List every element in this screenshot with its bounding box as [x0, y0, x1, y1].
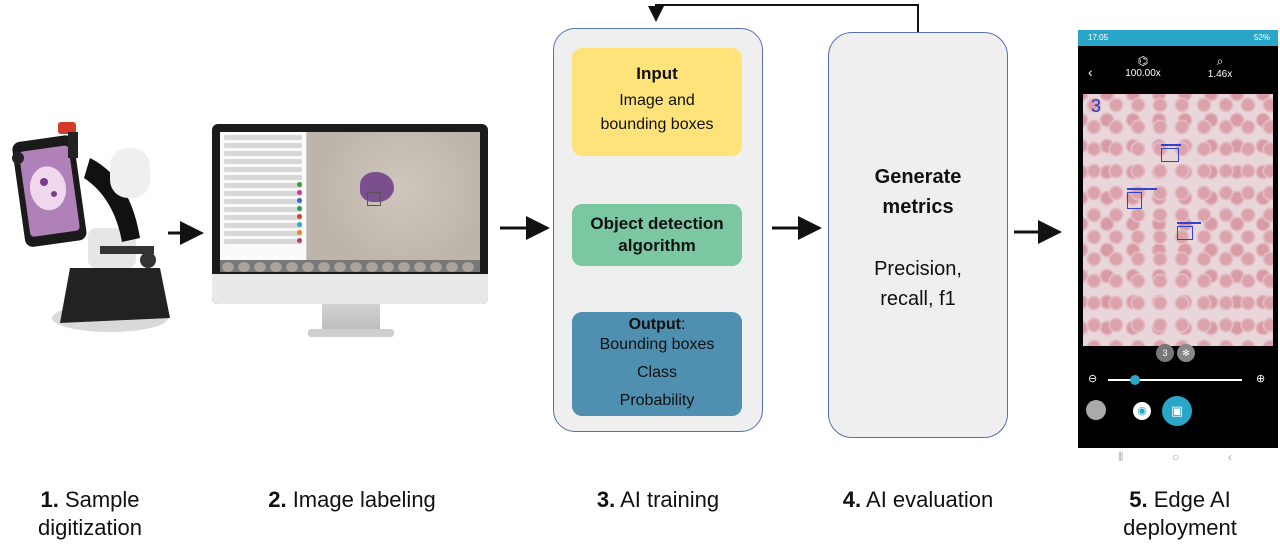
- input-box: Input Image and bounding boxes: [572, 48, 742, 156]
- zoom-slider-knob[interactable]: [1130, 375, 1140, 385]
- zoom-control[interactable]: ⌕ 1.46x: [1190, 54, 1250, 80]
- ai-evaluation-panel: [828, 32, 1008, 438]
- camera-icon[interactable]: ◉: [1133, 402, 1151, 420]
- thumbnail-strip: [220, 260, 480, 272]
- monitor-chin: [212, 274, 488, 304]
- input-line-1: Image and: [619, 92, 695, 109]
- microscope-icon: ⌬: [1137, 54, 1149, 68]
- step-5-number: 5.: [1129, 487, 1148, 512]
- labeling-sidebar: [220, 132, 307, 272]
- evaluation-title: Generate metrics: [828, 162, 1008, 222]
- step-4-label: AI evaluation: [866, 487, 994, 512]
- back-chevron-icon[interactable]: ‹: [1088, 64, 1093, 80]
- step-5-line-2: deployment: [1123, 515, 1237, 540]
- step-2-caption: 2. Image labeling: [232, 486, 472, 514]
- labeling-app-screenshot: [220, 132, 480, 272]
- monitor-foot: [308, 329, 394, 337]
- detection-label: [1177, 222, 1201, 224]
- algorithm-line-1: Object detection: [590, 214, 724, 233]
- detection-count: 3: [1091, 96, 1102, 116]
- step-3-label: AI training: [620, 487, 720, 512]
- step-4-number: 4.: [842, 487, 862, 512]
- output-line-2: Class: [636, 364, 677, 381]
- step-1-number: 1.: [40, 487, 59, 512]
- output-title: Output: [628, 316, 681, 333]
- step-4-caption: 4. AI evaluation: [808, 486, 1028, 514]
- detection-label: [1127, 188, 1157, 190]
- snowflake-icon[interactable]: ✻: [1177, 344, 1195, 362]
- detection-label: [1161, 144, 1181, 146]
- step-2-number: 2.: [268, 487, 287, 512]
- detection-box: [1177, 226, 1193, 240]
- step-5-caption: 5. Edge AI deployment: [1090, 486, 1270, 542]
- step-5-line-1: Edge AI: [1153, 487, 1231, 512]
- algorithm-line-2: algorithm: [618, 236, 696, 255]
- output-box: Output: Bounding boxes Class Probability: [572, 312, 742, 416]
- input-line-2: bounding boxes: [600, 116, 714, 133]
- evaluation-title-line-2: metrics: [882, 196, 954, 218]
- evaluation-metrics-line-2: recall, f1: [880, 288, 956, 310]
- stained-cell: [360, 172, 394, 202]
- output-line-1: Bounding boxes: [599, 336, 715, 353]
- status-time: 17:05: [1088, 33, 1109, 42]
- output-line-3: Probability: [619, 392, 695, 409]
- magnifier-icon: ⌕: [1216, 54, 1224, 68]
- phone-screenshot: 17:05 52% ‹ ⌬ 100.00x ⌕ 1.46x 3 3 ✻ ⊖ ⊕ …: [1078, 30, 1278, 448]
- step-1-line-1: Sample: [64, 487, 140, 512]
- magnification-control[interactable]: ⌬ 100.00x: [1113, 54, 1173, 79]
- phone-nav-bar: ⦀ ○ ‹: [1078, 450, 1278, 468]
- status-battery: 52%: [1253, 33, 1270, 42]
- zoom-in-icon[interactable]: ⊕: [1256, 373, 1266, 385]
- detection-box: [1161, 148, 1179, 162]
- evaluation-metrics: Precision, recall, f1: [828, 254, 1008, 314]
- capture-button[interactable]: ▣: [1162, 396, 1192, 426]
- evaluation-metrics-line-1: Precision,: [874, 258, 962, 280]
- labeling-canvas: [307, 132, 480, 260]
- evaluation-title-line-1: Generate: [874, 166, 962, 188]
- step-1-caption: 1. Sample digitization: [10, 486, 170, 542]
- step-3-caption: 3. AI training: [548, 486, 768, 514]
- count-pill[interactable]: 3: [1156, 344, 1174, 362]
- monitor-stand: [322, 304, 380, 330]
- back-icon[interactable]: ‹: [1228, 450, 1232, 464]
- output-colon: :: [680, 316, 686, 333]
- zoom-slider-track[interactable]: [1108, 379, 1242, 381]
- recent-apps-icon[interactable]: ⦀: [1118, 450, 1124, 464]
- microscope-with-phone-illustration: [12, 122, 170, 332]
- step-1-line-2: digitization: [38, 515, 142, 540]
- annotation-box: [367, 192, 381, 206]
- magnification-value: 100.00x: [1125, 68, 1161, 79]
- blood-smear-image: 3: [1083, 94, 1273, 346]
- step-3-number: 3.: [596, 487, 616, 512]
- gallery-button[interactable]: [1086, 400, 1106, 420]
- home-icon[interactable]: ○: [1172, 450, 1180, 464]
- zoom-value: 1.46x: [1207, 69, 1233, 80]
- monitor: [212, 124, 488, 304]
- zoom-out-icon[interactable]: ⊖: [1088, 373, 1098, 385]
- algorithm-box: Object detection algorithm: [572, 204, 742, 266]
- phone-status-bar: 17:05 52%: [1078, 30, 1278, 46]
- input-title: Input: [636, 64, 678, 83]
- detection-box: [1127, 192, 1142, 209]
- step-2-label: Image labeling: [292, 487, 436, 512]
